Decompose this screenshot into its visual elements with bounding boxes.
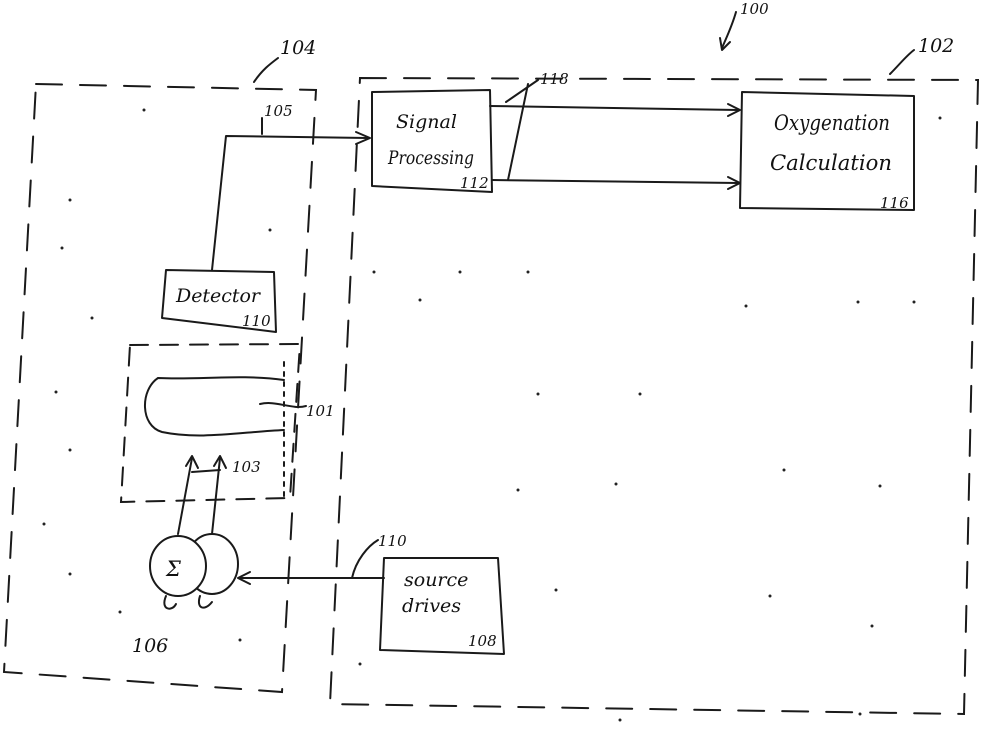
tissue-ref: 101 [306,402,335,420]
detector-signal-line-105: 105 [212,102,370,270]
oxygenation-line2: Calculation [770,151,892,175]
signal-lines-ref: 118 [540,70,569,88]
light-paths-103: 103 [178,456,261,534]
oxygenation-calculation-block: Oxygenation Calculation 116 [740,92,914,212]
signal-processing-line2: Processing [387,147,474,169]
detector-line-ref: 105 [264,102,293,120]
oxygenation-ref: 116 [880,194,909,212]
source-drives-line1: source [404,569,468,591]
drive-line-110: 110 [238,532,407,584]
signal-processing-ref: 112 [460,174,489,192]
emitters-106: Σ 106 [132,534,238,657]
tissue-finger-101: 101 [145,362,335,500]
emitter-symbol: Σ [165,557,181,581]
detector-block: Detector 110 [162,270,276,332]
system-ref-100: 100 [720,0,769,50]
processor-ref: 102 [918,35,954,57]
sensor-ref: 104 [280,37,316,59]
detector-label: Detector [175,285,262,307]
system-ref: 100 [740,0,769,18]
oxygenation-line1: Oxygenation [774,111,890,135]
finger-clip-boundary [121,344,300,502]
scan-speckles [43,109,942,722]
signal-processing-line1: Signal [396,111,457,133]
signal-arrows-118: 118 [490,70,740,189]
sensor-ref-104: 104 [254,37,316,82]
signal-processing-block: Signal Processing 112 [372,90,492,192]
drive-line-ref: 110 [378,532,407,550]
source-drives-block: source drives 108 [380,558,504,654]
detector-ref: 110 [242,312,271,330]
source-drives-ref: 108 [468,632,497,650]
emitters-ref: 106 [132,635,168,657]
light-paths-ref: 103 [232,458,261,476]
sensor-boundary-104 [4,84,316,692]
processor-ref-102: 102 [890,35,954,74]
source-drives-line2: drives [402,595,461,617]
